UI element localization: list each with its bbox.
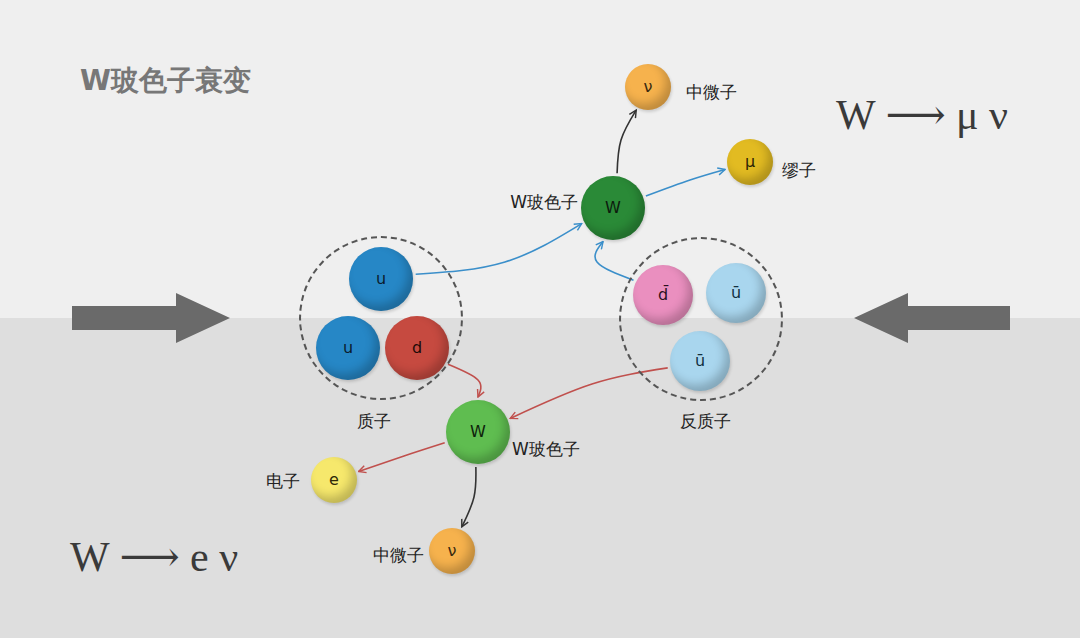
- up-quark: u: [349, 247, 413, 311]
- particle-name: 中微子: [373, 545, 424, 565]
- particle-symbol: ū: [731, 285, 741, 301]
- anti-up-quark: ū: [706, 263, 766, 323]
- particle-symbol: ū: [695, 353, 705, 369]
- particle-symbol: W: [605, 200, 621, 216]
- particle-symbol: W: [470, 424, 486, 440]
- neutrino-ball: ν中微子: [429, 528, 475, 574]
- decay-arrow: [359, 443, 445, 472]
- anti-down-quark: d̄: [633, 265, 693, 325]
- decay-arrow: [416, 224, 582, 275]
- beam-arrow-left: [72, 293, 230, 343]
- decay-arrow: [646, 169, 725, 196]
- anti-up-quark: ū: [670, 331, 730, 391]
- particle-symbol: d̄: [658, 287, 668, 303]
- upper-ground: [0, 0, 1080, 318]
- electron-ball: e电子: [311, 457, 357, 503]
- decay-arrow: [510, 368, 667, 419]
- particle-name: 电子: [266, 471, 300, 491]
- up-quark: u: [316, 316, 380, 380]
- particle-name: 中微子: [686, 82, 737, 102]
- particle-name: 反质子: [680, 411, 731, 431]
- muon-ball: μ缪子: [727, 139, 773, 185]
- particle-symbol: μ: [745, 154, 755, 170]
- decay-arrow: [617, 110, 636, 173]
- lower-ground: [0, 318, 1080, 638]
- antiproton-outline: 反质子d̄ūū: [619, 237, 783, 401]
- particle-name: 缪子: [782, 160, 816, 180]
- particle-symbol: ν: [448, 543, 457, 559]
- particle-name: W玻色子: [512, 439, 580, 459]
- particle-symbol: u: [376, 271, 386, 287]
- decay-arrow: [462, 467, 476, 527]
- decay-arrow: [595, 242, 633, 281]
- beam-arrow-right: [854, 293, 1010, 343]
- w-boson-ball: WW玻色子: [581, 176, 645, 240]
- diagram-title: W玻色子衰变: [80, 62, 251, 100]
- decay-formula: W ⟶ e ν: [70, 532, 238, 581]
- particle-symbol: ν: [644, 79, 653, 95]
- decay-formula: W ⟶ μ ν: [836, 90, 1008, 139]
- particle-symbol: d: [412, 340, 422, 356]
- particle-name: W玻色子: [510, 192, 578, 212]
- particle-symbol: e: [329, 472, 339, 488]
- decay-arrow: [448, 364, 481, 397]
- particle-name: 质子: [357, 411, 391, 431]
- neutrino-ball: ν中微子: [625, 64, 671, 110]
- proton-outline: 质子uud: [299, 236, 463, 400]
- w-boson-ball: WW玻色子: [446, 400, 510, 464]
- particle-symbol: u: [343, 340, 353, 356]
- down-quark: d: [385, 316, 449, 380]
